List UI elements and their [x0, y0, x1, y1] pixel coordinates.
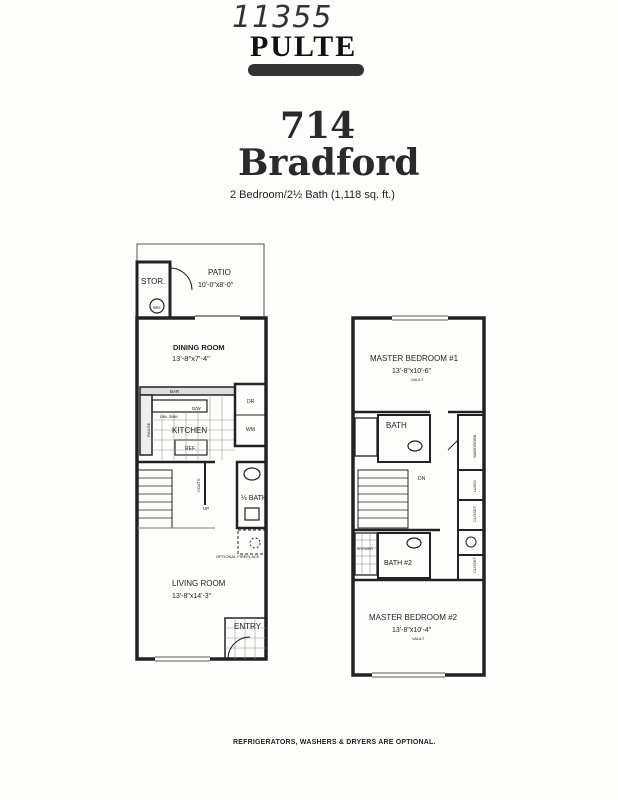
fireplace-label: OPTIONAL FIREPLACE	[216, 554, 260, 559]
brand-underline	[248, 64, 364, 76]
wh-label: WH	[153, 305, 161, 310]
storage-door-swing	[169, 267, 193, 291]
linen-label: LINEN	[472, 480, 477, 492]
dining-dim: 13'-8"x7'-4"	[172, 354, 210, 363]
entry-label: ENTRY	[234, 622, 262, 631]
bar-counter	[139, 386, 236, 396]
handwritten-number: 11355	[232, 0, 333, 35]
kitchen-label: KITCHEN	[172, 426, 207, 435]
entry-area	[224, 617, 267, 660]
closet-1	[457, 499, 485, 531]
range-counter	[139, 394, 153, 456]
half-bath	[235, 460, 268, 530]
living-dim: 13'-8"x14'-3"	[172, 593, 212, 600]
plan-subtitle: 2 Bedroom/2½ Bath (1,118 sq. ft.)	[230, 189, 395, 201]
model-name: Bradford	[238, 142, 420, 184]
stor-label: STOR.	[141, 277, 165, 286]
wardrobe	[457, 414, 485, 471]
sink-counter	[151, 399, 208, 413]
kitchen-tile	[152, 395, 235, 460]
bath-2-label: BATH #2	[384, 560, 412, 567]
living-room-label: LIVING ROOM	[172, 579, 226, 588]
bath-1	[377, 414, 431, 463]
master-2-dim: 13'-8"x10'-4"	[392, 627, 432, 634]
second-floor-plan	[351, 315, 486, 678]
patio-dim: 10'-0"x8'-0"	[198, 282, 234, 289]
dn-label: DN	[418, 476, 426, 482]
first-floor-outline	[135, 316, 268, 661]
patio-label: PATIO	[208, 268, 231, 277]
dw-label: D/W	[192, 406, 202, 411]
linen	[457, 469, 485, 501]
model-number: 714	[280, 105, 356, 147]
stair-2f	[357, 469, 409, 529]
closet-1-label: CLOSET	[472, 505, 477, 522]
wardrobe-label: WARDROBE	[472, 434, 477, 458]
brand-logo: PULTE	[250, 30, 358, 63]
half-bath-label: ½ BATH	[241, 494, 267, 502]
coats-label: COATS	[196, 478, 201, 492]
stair-1f	[136, 469, 173, 529]
bath-2	[377, 532, 431, 579]
optional-fireplace	[237, 529, 267, 555]
bar-label: BAR	[170, 389, 180, 394]
ref-label: REF.	[185, 446, 196, 452]
tub-icon	[354, 417, 378, 457]
toilet-icon	[243, 467, 261, 481]
dryer-label: DR	[247, 399, 255, 405]
dining-room-label: DINING ROOM	[173, 343, 225, 352]
vanity-icon	[244, 507, 260, 521]
master-2-label: MASTER BEDROOM #2	[369, 613, 458, 622]
master-1-note: VAULT	[411, 377, 424, 382]
master-2-note: VAULT	[412, 636, 425, 641]
bath-1-label: BATH	[386, 421, 407, 430]
shower-label: SHOWER	[357, 547, 373, 551]
up-label: UP	[203, 506, 209, 511]
range-label: RANGE	[146, 422, 151, 437]
closet-2-label: CLOSET	[472, 556, 477, 573]
water-heater-icon	[149, 298, 165, 314]
first-floor-plan	[135, 243, 268, 662]
dbl-sink-label: DBL SINK	[160, 414, 178, 419]
shower-icon	[354, 532, 378, 576]
master-1-label: MASTER BEDROOM #1	[370, 354, 459, 363]
washer-label: WM	[246, 427, 255, 433]
footer-note: REFRIGERATORS, WASHERS & DRYERS ARE OPTI…	[233, 739, 436, 746]
master-1-dim: 13'-8"x10'-6"	[392, 368, 432, 375]
closet-2	[457, 554, 485, 581]
